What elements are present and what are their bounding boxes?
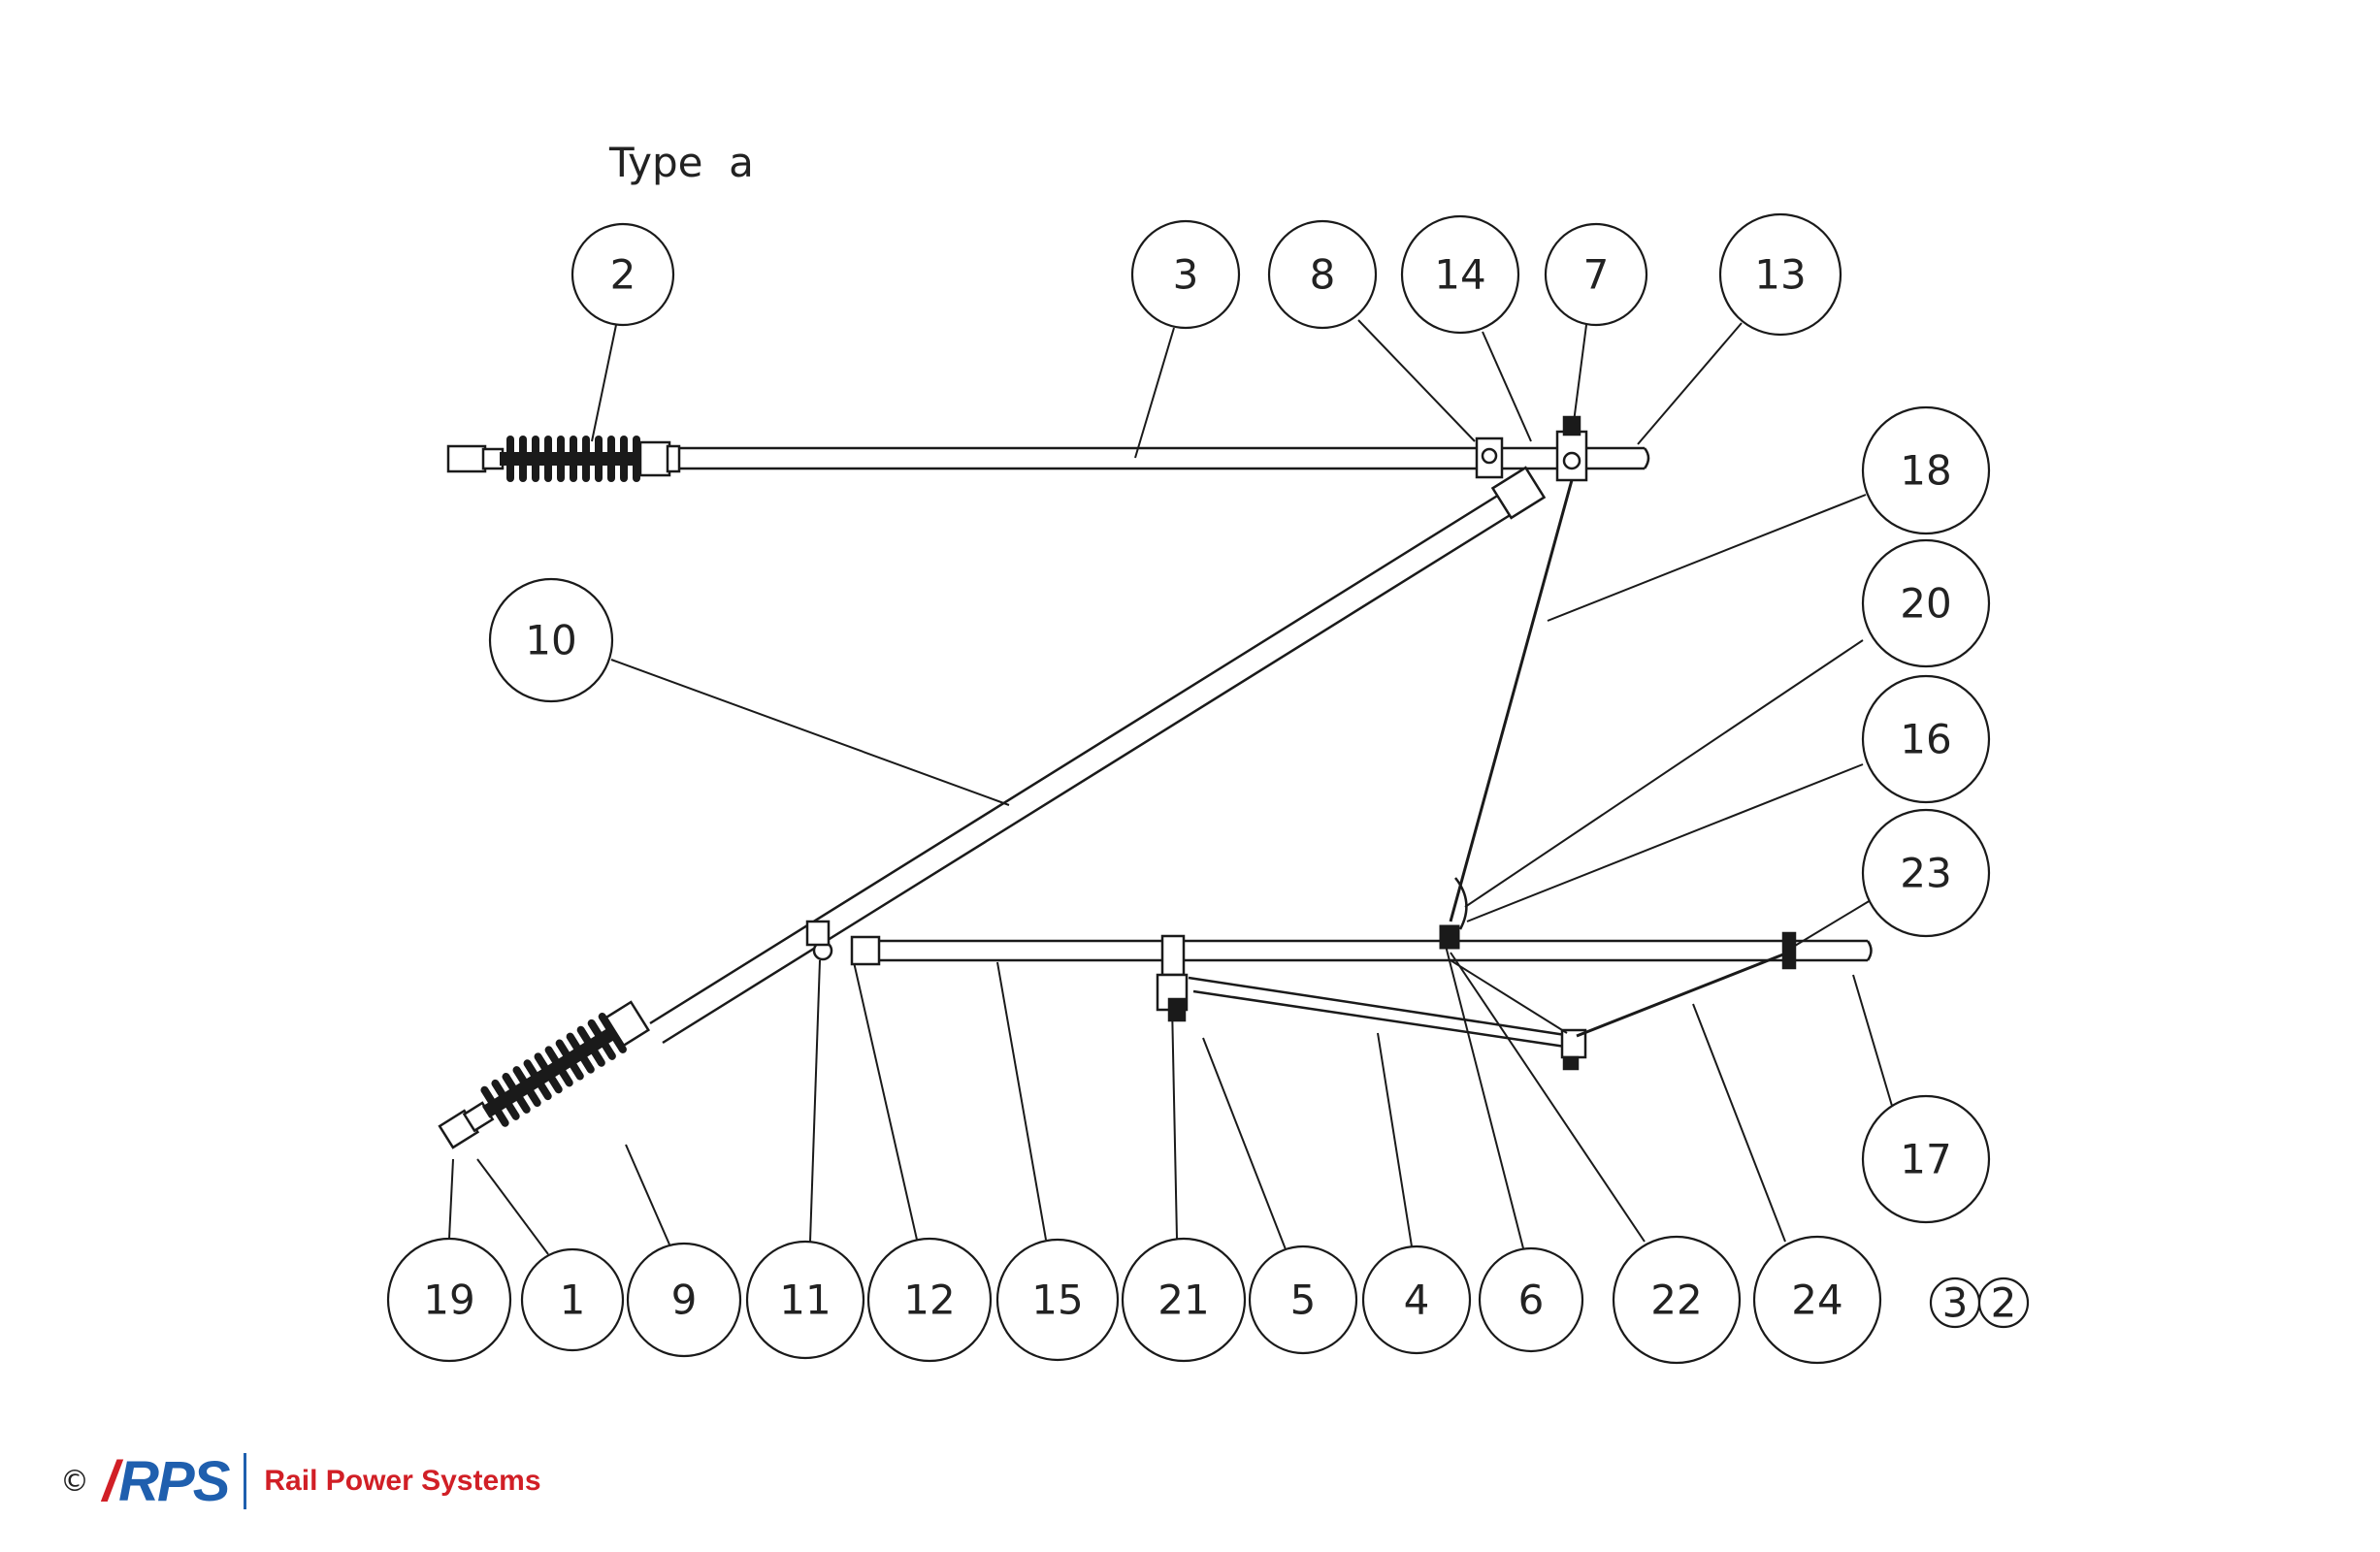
- brand-name: Rail Power Systems: [264, 1465, 541, 1497]
- callout-number: 24: [1791, 1277, 1842, 1324]
- callout-number: 10: [525, 617, 576, 664]
- callout-circle: [520, 1247, 625, 1352]
- callout-15: 15: [995, 1238, 1120, 1362]
- callout-circle: [1861, 538, 1991, 668]
- callout-21: 21: [1121, 1237, 1247, 1363]
- callout-16: 16: [1861, 674, 1991, 804]
- callout-circle: [995, 1238, 1120, 1362]
- callout-number: 5: [1290, 1277, 1317, 1324]
- callout-circle: [1361, 1245, 1472, 1355]
- callout-circle: [1400, 214, 1520, 335]
- footer: © / RPS Rail Power Systems: [60, 1447, 541, 1515]
- callout-circle: [1861, 1094, 1991, 1224]
- callout-circle: [1861, 808, 1991, 938]
- callout-2: 2: [571, 222, 675, 327]
- callout-number: 7: [1583, 251, 1610, 299]
- callout-14: 14: [1400, 214, 1520, 335]
- logo-divider: [244, 1453, 247, 1509]
- callout-number: 14: [1434, 251, 1485, 299]
- callout-24: 24: [1752, 1235, 1882, 1365]
- callout-11: 11: [745, 1240, 865, 1360]
- bottom-insulator: [438, 1000, 651, 1149]
- rps-logo: / RPS: [103, 1449, 230, 1514]
- callout-number: 12: [903, 1277, 955, 1324]
- callout-circle: [1612, 1235, 1742, 1365]
- callout-8: 8: [1267, 219, 1378, 330]
- callout-number: 2: [1991, 1279, 2017, 1327]
- callout-4: 4: [1361, 1245, 1472, 1355]
- callout-circle: [1267, 219, 1378, 330]
- callout-circle: [1248, 1245, 1358, 1355]
- callout-number: 16: [1900, 716, 1951, 763]
- callout-number: 15: [1031, 1277, 1083, 1324]
- callout-7: 7: [1544, 222, 1648, 327]
- callout-circle: [745, 1240, 865, 1360]
- registration-arm: [1156, 931, 1797, 1071]
- callout-circle: [1130, 219, 1241, 330]
- callout-number: 17: [1900, 1136, 1951, 1183]
- callout-circle: [488, 577, 614, 703]
- logo-slash-icon: /: [103, 1449, 118, 1513]
- callout-number: 2: [610, 251, 636, 299]
- callout-number: 1: [560, 1277, 586, 1324]
- callout-17: 17: [1861, 1094, 1991, 1224]
- callout-circle: [386, 1237, 512, 1363]
- sheet-mark-2: 2: [1977, 1277, 2030, 1329]
- callout-circle: [1752, 1235, 1882, 1365]
- callout-number: 9: [671, 1277, 698, 1324]
- callout-circle: [571, 222, 675, 327]
- callout-number: 18: [1900, 447, 1951, 495]
- callout-10: 10: [488, 577, 614, 703]
- logo-text: RPS: [118, 1449, 230, 1513]
- callout-number: 20: [1900, 580, 1951, 628]
- top-clamps: [1475, 415, 1588, 482]
- callout-number: 23: [1900, 850, 1951, 897]
- stay-wire: [1439, 479, 1574, 950]
- callout-9: 9: [626, 1242, 742, 1358]
- callout-circle: [1977, 1277, 2030, 1329]
- callout-number: 21: [1157, 1277, 1209, 1324]
- callout-6: 6: [1478, 1246, 1584, 1353]
- diagonal-tube: [649, 466, 1547, 1045]
- callout-number: 6: [1518, 1277, 1545, 1324]
- callout-12: 12: [866, 1237, 993, 1363]
- copyright-symbol: ©: [60, 1464, 89, 1499]
- callout-circle: [1121, 1237, 1247, 1363]
- callout-number: 3: [1173, 251, 1199, 299]
- callout-circle: [1544, 222, 1648, 327]
- callout-circle: [1478, 1246, 1584, 1353]
- callout-5: 5: [1248, 1245, 1358, 1355]
- sheet-mark-3: 3: [1929, 1277, 1981, 1329]
- callout-number: 19: [423, 1277, 474, 1324]
- callout-number: 8: [1310, 251, 1336, 299]
- bottom-tube: [805, 920, 1873, 966]
- leader-lines: [448, 319, 1893, 1255]
- top-insulator: [446, 436, 681, 482]
- callout-20: 20: [1861, 538, 1991, 668]
- callout-circle: [1718, 212, 1842, 337]
- callout-number: 22: [1650, 1277, 1702, 1324]
- callout-13: 13: [1718, 212, 1842, 337]
- callout-23: 23: [1861, 808, 1991, 938]
- callout-circle: [866, 1237, 993, 1363]
- callout-3: 3: [1130, 219, 1241, 330]
- callout-number: 11: [779, 1277, 831, 1324]
- diagram-title: Type a: [608, 139, 754, 186]
- callout-number: 4: [1404, 1277, 1430, 1324]
- callout-number: 13: [1754, 251, 1806, 299]
- callout-circle: [626, 1242, 742, 1358]
- callout-circle: [1861, 405, 1991, 535]
- callout-22: 22: [1612, 1235, 1742, 1365]
- callout-19: 19: [386, 1237, 512, 1363]
- callout-number: 3: [1942, 1279, 1969, 1327]
- callout-1: 1: [520, 1247, 625, 1352]
- callout-circle: [1861, 674, 1991, 804]
- callout-18: 18: [1861, 405, 1991, 535]
